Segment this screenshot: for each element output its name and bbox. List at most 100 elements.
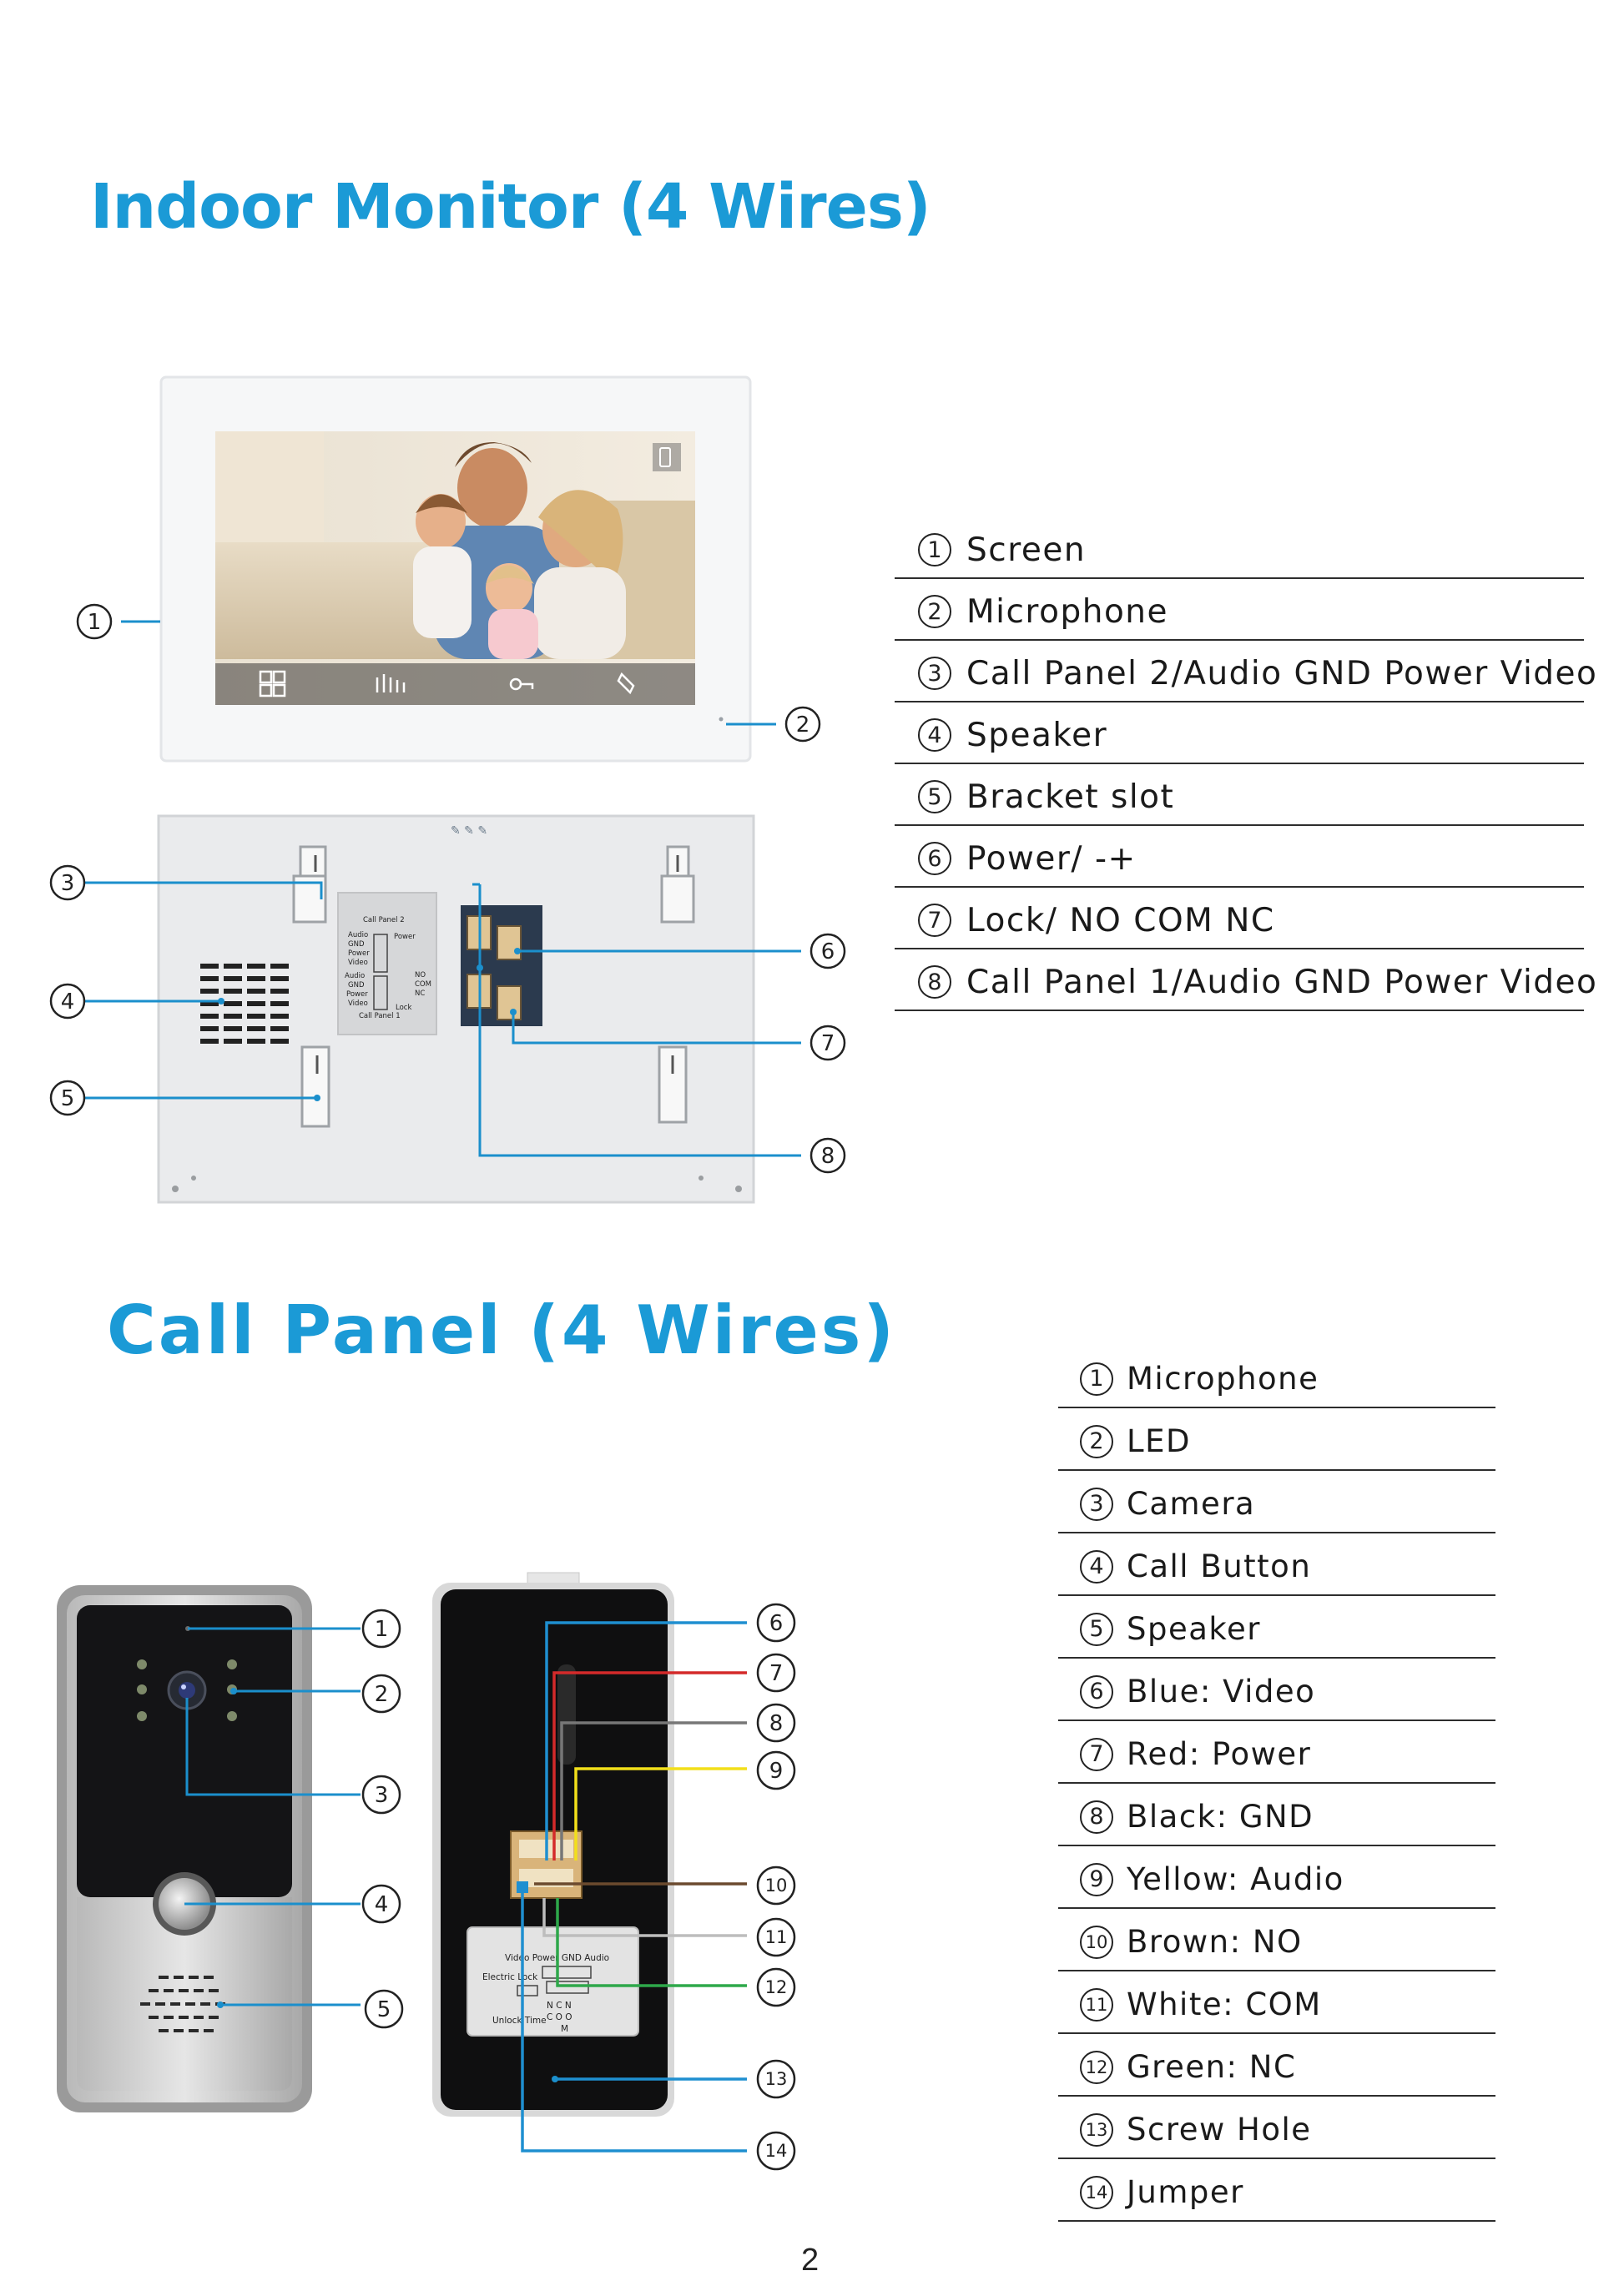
legend-label: Call Panel 2/Audio GND Power Video — [966, 654, 1598, 692]
legend-number: 1 — [1080, 1362, 1113, 1396]
legend-label: Call Button — [1127, 1548, 1312, 1584]
sticker-text: Video — [348, 959, 368, 967]
legend-number: 6 — [1080, 1674, 1113, 1709]
sticker-text: Audio — [345, 972, 365, 980]
legend-label: Red: Power — [1127, 1736, 1312, 1772]
legend-number: 12 — [1080, 2050, 1113, 2084]
wire-connector — [510, 1830, 583, 1899]
legend-item: 7 Red: Power — [1058, 1721, 1495, 1784]
sticker-text: COM — [415, 980, 431, 989]
callout-number: 1 — [375, 1617, 389, 1642]
callout-number: 6 — [821, 939, 835, 964]
legend-label: Jumper — [1127, 2174, 1244, 2210]
legend-number: 4 — [918, 718, 951, 752]
wire-com — [542, 1898, 747, 1937]
legend-label: Screw Hole — [1127, 2112, 1312, 2147]
callout-panel-4: 4 — [361, 1884, 401, 1924]
callout-panel-9: 9 — [756, 1750, 796, 1790]
sticker-text: NO — [415, 971, 426, 979]
legend-number: 1 — [918, 533, 951, 566]
callout-number: 8 — [821, 1144, 835, 1169]
callout-number: 10 — [765, 1876, 788, 1896]
callout-number: 9 — [769, 1759, 784, 1784]
sticker-text: Unlock Time — [492, 2016, 547, 2026]
callout-panel-1: 1 — [361, 1609, 401, 1649]
call-panel-front — [57, 1585, 312, 2112]
callout-panel-6: 6 — [756, 1603, 796, 1643]
callout-number: 5 — [377, 1997, 391, 2022]
sticker-text: Video — [348, 999, 368, 1008]
legend-label: Blue: Video — [1127, 1674, 1316, 1709]
wire-audio — [574, 1767, 747, 1860]
callout-number: 14 — [765, 2141, 788, 2161]
callout-monitor-3: 3 — [49, 864, 86, 901]
wire-power — [552, 1671, 747, 1860]
legend-number: 5 — [1080, 1612, 1113, 1646]
callout-panel-3: 3 — [361, 1775, 401, 1815]
callout-number: 6 — [769, 1611, 784, 1636]
callout-panel-11: 11 — [756, 1917, 796, 1957]
legend-item: 13 Screw Hole — [1058, 2097, 1495, 2159]
callout-panel-10: 10 — [756, 1866, 796, 1906]
legend-number: 10 — [1080, 1925, 1113, 1959]
callout-badges: 1 2 3 4 5 6 7 8 1 2 3 4 5 6 7 8 9 10 11 … — [49, 603, 846, 2171]
legend-number: 7 — [1080, 1737, 1113, 1771]
legend-item: 3 Call Panel 2/Audio GND Power Video — [895, 641, 1596, 702]
callout-number: 4 — [375, 1892, 389, 1917]
legend-item: 4 Call Button — [1058, 1533, 1495, 1596]
legend-label: Microphone — [966, 592, 1169, 631]
legend-number: 7 — [918, 904, 951, 937]
svg-text:✎ ✎ ✎: ✎ ✎ ✎ — [451, 824, 487, 838]
callout-monitor-7: 7 — [809, 1025, 846, 1061]
call-panel-title: Call Panel (4 Wires) — [107, 1292, 896, 1369]
legend-number: 13 — [1080, 2112, 1113, 2147]
callout-number: 7 — [821, 1031, 835, 1056]
legend-number: 9 — [1080, 1862, 1113, 1896]
callout-monitor-2: 2 — [784, 706, 821, 743]
legend-label: Brown: NO — [1127, 1924, 1303, 1960]
legend-number: 4 — [1080, 1549, 1113, 1584]
callout-number: 2 — [796, 712, 810, 738]
legend-label: Camera — [1127, 1486, 1256, 1522]
page-number: 2 — [801, 2243, 820, 2278]
callout-number: 11 — [765, 1927, 788, 1947]
callout-monitor-6: 6 — [809, 933, 846, 969]
callout-monitor-5: 5 — [49, 1080, 86, 1116]
legend-label: Speaker — [1127, 1611, 1261, 1647]
legend-number: 2 — [918, 595, 951, 628]
callout-number: 4 — [61, 989, 75, 1015]
callout-number: 2 — [375, 1682, 389, 1707]
panel-callouts — [184, 1627, 361, 2006]
indoor-monitor-title: Indoor Monitor (4 Wires) — [90, 171, 931, 243]
sticker-text: GND — [348, 981, 365, 989]
callout-panel-8: 8 — [756, 1703, 796, 1743]
callout-monitor-1: 1 — [76, 603, 113, 640]
legend-number: 8 — [1080, 1800, 1113, 1834]
legend-item: 2 Microphone — [895, 579, 1584, 641]
callout-number: 13 — [765, 2069, 788, 2089]
legend-item: 6 Blue: Video — [1058, 1659, 1495, 1721]
connector-board — [461, 905, 542, 1026]
sticker-text: NC — [415, 989, 425, 998]
panel-callout-dots — [217, 1688, 558, 2082]
legend-label: Speaker — [966, 716, 1108, 754]
camera-icon — [167, 1670, 207, 1710]
sticker-text: Electric Lock — [482, 1972, 538, 1982]
sticker-text: Audio — [348, 931, 368, 939]
sticker-text: Power — [348, 949, 370, 958]
wire-video — [545, 1621, 747, 1860]
sticker-text: Call Panel 2 — [363, 916, 405, 924]
callout-monitor-8: 8 — [809, 1137, 846, 1174]
sticker-text: GND — [348, 940, 365, 949]
legend-item: 9 Yellow: Audio — [1058, 1846, 1495, 1909]
legend-label: Yellow: Audio — [1127, 1861, 1344, 1897]
sticker-text: Power — [346, 990, 368, 999]
legend-number: 3 — [918, 657, 951, 690]
legend-label: Lock/ NO COM NC — [966, 901, 1275, 939]
